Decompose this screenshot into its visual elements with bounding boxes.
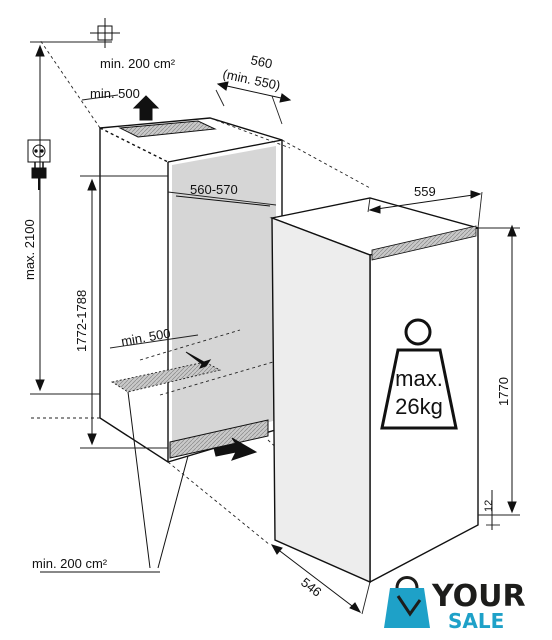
weight-value-label: 26kg [395,394,443,419]
bottom-vent-grille [110,361,222,393]
appliance-height-label: 1770 [496,377,511,406]
max-height-label: max. 2100 [22,219,37,280]
power-socket-icon [27,139,51,163]
top-clearance-label: min. 500 [90,86,140,101]
plinth-vent [169,419,269,459]
niche-depth-min-label: (min. 550) [221,66,281,93]
top-vent-grille [118,120,217,138]
niche-width-label: 560-570 [190,182,238,197]
gap-label: 12 [483,500,495,512]
vent-callout-leaders [40,391,189,573]
logo-word-sale: SALE [448,609,504,633]
power-plug-icon [31,162,47,190]
bottom-vent-area-label: min. 200 cm² [32,556,108,571]
yoursale-logo: YOUR SALE [384,576,526,633]
niche-height-label: 1772-1788 [74,290,89,352]
airflow-arrows [132,95,258,461]
grid-crosshair-icon [90,18,120,48]
appliance-depth-label: 546 [298,575,324,600]
weight-icon [380,318,458,430]
logo-word-your: YOUR [431,579,526,614]
niche-depth-label: 560 [249,52,273,71]
shopping-bag-icon [384,576,430,628]
top-vent-area-label: min. 200 cm² [100,56,176,71]
dimension-lines [35,44,517,613]
niche-inner-wall [172,146,276,452]
weight-max-label: max. [395,366,443,391]
appliance-width-label: 559 [414,184,436,199]
